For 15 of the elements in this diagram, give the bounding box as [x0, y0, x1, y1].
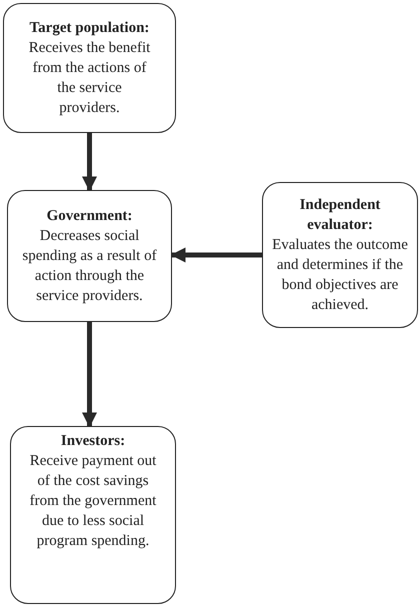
box-text: Receive payment out of the cost savings from the government due to less social program spending.	[28, 452, 158, 551]
arrow	[82, 133, 97, 192]
rounded-box	[3, 3, 176, 133]
box-heading: Independent evaluator:	[298, 196, 382, 235]
rounded-box	[10, 426, 176, 604]
box-heading: Investors:	[60, 432, 126, 451]
rounded-box	[262, 182, 418, 328]
box-text: Evaluates the outcome and determines if the bond objectives are achieved.	[271, 236, 409, 315]
box-text: Receives the benefit from the actions of the service providers.	[28, 39, 152, 118]
arrow	[82, 322, 97, 428]
box-heading: Target population:	[30, 19, 150, 38]
box-text: Decreases social spending as a result of action through the service providers.	[22, 227, 157, 306]
box-heading: Government:	[46, 207, 132, 226]
arrow	[170, 248, 262, 262]
rounded-box	[7, 190, 172, 322]
